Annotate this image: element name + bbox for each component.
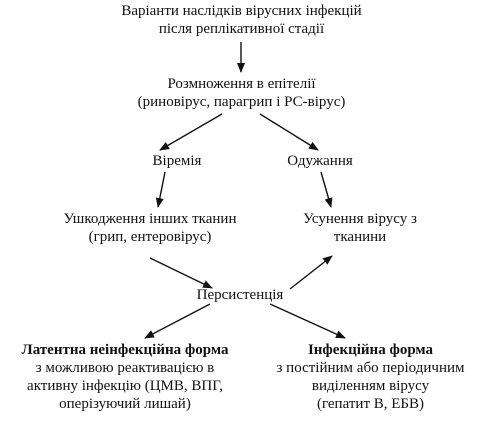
node-recovery: Одужання xyxy=(255,152,385,170)
node-virus-clearance: Усунення вірусу з тканини xyxy=(270,210,450,246)
node-virus-clearance-line-1: Усунення вірусу з xyxy=(303,211,417,227)
node-persistence: Персистенція xyxy=(160,286,320,304)
node-infectious-form-line-3: (гепатит В, ЕБВ) xyxy=(316,396,425,412)
node-latent-form-line-1: з можливою реактивацією в xyxy=(35,360,215,376)
node-infectious-form-title: Інфекційна форма xyxy=(307,342,434,358)
node-latent-form-line-2: активну інфекцію (ЦМВ, ВПГ, xyxy=(27,378,223,394)
node-tissue-damage-line-1: Ушкодження інших тканин xyxy=(63,211,237,227)
node-infectious-form-line-1: з постійним або періодичним xyxy=(276,360,465,376)
node-viremia-label: Віремія xyxy=(152,153,202,169)
arrow-persistence-to-infectious xyxy=(269,303,346,339)
node-epithelium-replication: Розмноження в епітелії (риновірус, параг… xyxy=(0,75,483,111)
node-viremia: Віремія xyxy=(112,152,242,170)
node-latent-form: Латентна неінфекційна форма з можливою р… xyxy=(0,341,250,413)
node-epithelium-line-1: Розмноження в епітелії xyxy=(167,76,316,92)
arrow-viremia-to-damage xyxy=(155,171,166,208)
arrow-persistence-to-latent xyxy=(144,303,211,339)
node-epithelium-line-2: (риновірус, парагрип і РС-вірус) xyxy=(137,94,346,110)
arrow-persistence-to-clearance xyxy=(289,255,333,290)
node-virus-clearance-line-2: тканини xyxy=(333,229,387,245)
arrow-recovery-to-clearance xyxy=(320,171,333,208)
node-infectious-form: Інфекційна форма з постійним або періоди… xyxy=(268,341,473,413)
node-infectious-form-line-2: виділенням вірусу xyxy=(311,378,430,394)
node-tissue-damage: Ушкодження інших тканин (грип, ентеровір… xyxy=(30,210,270,246)
node-persistence-label: Персистенція xyxy=(196,287,284,303)
node-outcome-variants-line-1: Варіанти наслідків вірусних інфекцій xyxy=(121,3,362,19)
node-latent-form-title: Латентна неінфекційна форма xyxy=(21,342,229,358)
node-recovery-label: Одужання xyxy=(287,153,353,169)
node-outcome-variants-line-2: після реплікативної стадії xyxy=(158,21,325,37)
arrow-epithelium-to-viremia xyxy=(159,113,223,151)
node-outcome-variants: Варіанти наслідків вірусних інфекцій піс… xyxy=(0,2,483,38)
arrow-epithelium-to-recovery xyxy=(259,113,319,151)
arrow-damage-to-persistence xyxy=(149,257,213,289)
node-tissue-damage-line-2: (грип, ентеровірус) xyxy=(88,229,212,245)
node-latent-form-line-3: оперізуючий лишай) xyxy=(59,396,191,412)
